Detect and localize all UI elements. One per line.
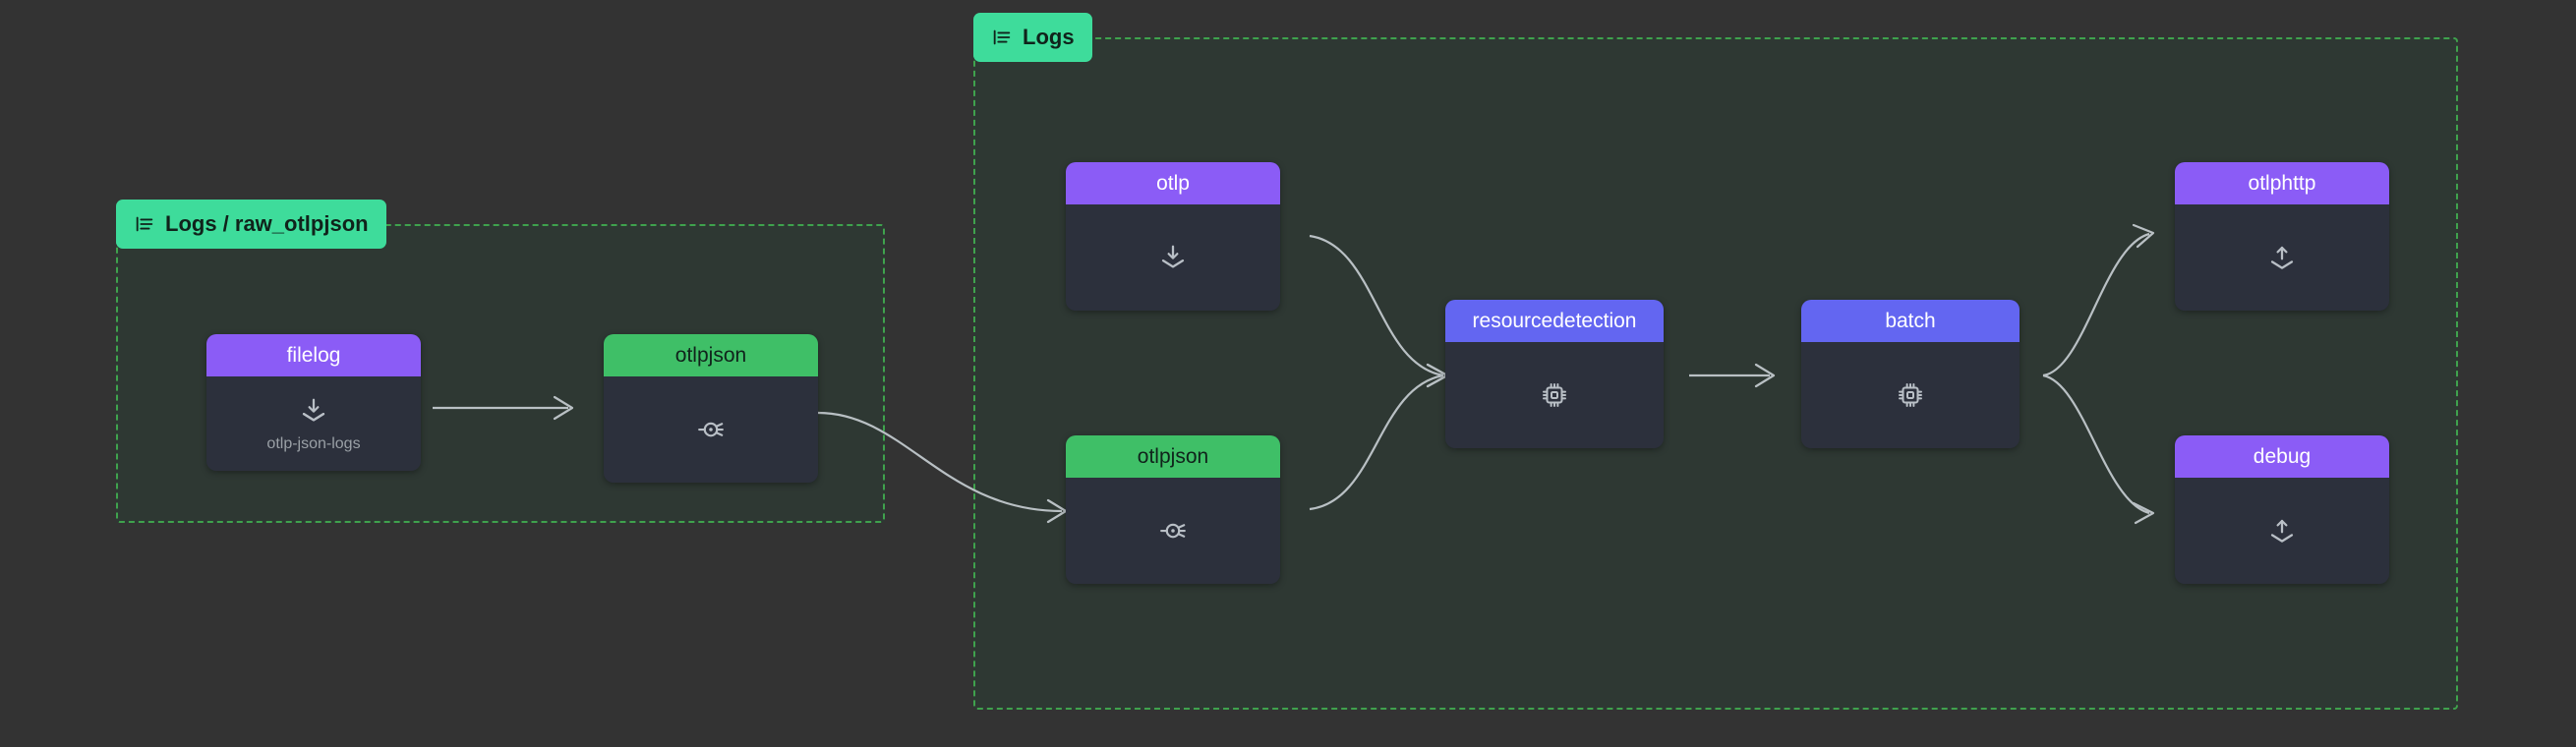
node-otlpjson-right[interactable]: otlpjson bbox=[1066, 435, 1280, 584]
download-import-icon bbox=[299, 396, 328, 426]
node-otlphttp-body bbox=[2175, 204, 2389, 311]
node-resourcedetection[interactable]: resourcedetection bbox=[1445, 300, 1664, 448]
upload-export-icon bbox=[2267, 243, 2297, 272]
connector-icon bbox=[696, 415, 726, 444]
pipeline-panel-logs[interactable] bbox=[973, 37, 2458, 710]
panel-badge-label: Logs / raw_otlpjson bbox=[165, 211, 369, 236]
node-otlphttp-title: otlphttp bbox=[2175, 162, 2389, 204]
node-filelog-title: filelog bbox=[206, 334, 421, 376]
node-otlpjson-right-body bbox=[1066, 478, 1280, 584]
logs-list-icon bbox=[134, 213, 155, 235]
edge-otlp-to-resourcedetection bbox=[1309, 234, 1449, 388]
node-batch-title: batch bbox=[1801, 300, 2020, 342]
node-otlp-title: otlp bbox=[1066, 162, 1280, 204]
node-otlp[interactable]: otlp bbox=[1066, 162, 1280, 311]
node-otlpjson-left[interactable]: otlpjson bbox=[604, 334, 818, 483]
upload-export-icon bbox=[2267, 516, 2297, 546]
node-otlpjson-left-body bbox=[604, 376, 818, 483]
node-filelog-body: otlp-json-logs bbox=[206, 376, 421, 471]
panel-badge-logs[interactable]: Logs bbox=[973, 13, 1092, 62]
panel-badge-label: Logs bbox=[1023, 25, 1075, 49]
node-debug-body bbox=[2175, 478, 2389, 584]
panel-badge-raw-otlpjson[interactable]: Logs / raw_otlpjson bbox=[116, 200, 386, 249]
node-filelog-sublabel: otlp-json-logs bbox=[266, 435, 361, 452]
node-resourcedetection-title: resourcedetection bbox=[1445, 300, 1664, 342]
node-otlp-body bbox=[1066, 204, 1280, 311]
node-batch[interactable]: batch bbox=[1801, 300, 2020, 448]
edge-batch-to-debug bbox=[2042, 374, 2155, 525]
edge-otlpjson-right-to-resourcedetection bbox=[1309, 363, 1449, 511]
node-resourcedetection-body bbox=[1445, 342, 1664, 448]
connector-icon bbox=[1158, 516, 1188, 546]
node-debug[interactable]: debug bbox=[2175, 435, 2389, 584]
node-otlpjson-right-title: otlpjson bbox=[1066, 435, 1280, 478]
edge-batch-to-otlphttp bbox=[2042, 223, 2155, 377]
node-batch-body bbox=[1801, 342, 2020, 448]
node-otlphttp[interactable]: otlphttp bbox=[2175, 162, 2389, 311]
edge-otlpjson-left-to-otlpjson-right bbox=[817, 411, 1068, 524]
edge-filelog-to-otlpjson bbox=[433, 395, 574, 421]
cpu-chip-icon bbox=[1540, 380, 1569, 410]
node-debug-title: debug bbox=[2175, 435, 2389, 478]
node-filelog[interactable]: filelog otlp-json-logs bbox=[206, 334, 421, 471]
cpu-chip-icon bbox=[1896, 380, 1925, 410]
logs-list-icon bbox=[991, 27, 1013, 48]
node-otlpjson-left-title: otlpjson bbox=[604, 334, 818, 376]
edge-resourcedetection-to-batch bbox=[1689, 363, 1776, 388]
download-import-icon bbox=[1158, 243, 1188, 272]
